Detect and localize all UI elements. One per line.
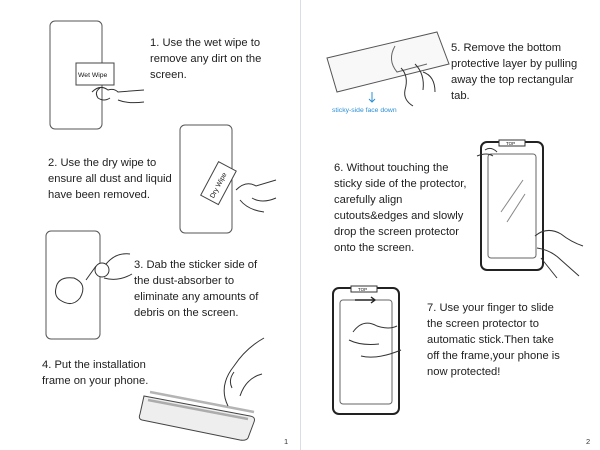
step1-text: 1. Use the wet wipe to remove any dirt o…: [150, 35, 261, 83]
step3-text: 3. Dab the sticker side of the dust-abso…: [134, 257, 258, 321]
phone-screen: [340, 300, 392, 404]
step6-text: 6. Without touching the sticky side of t…: [334, 160, 466, 256]
step6-illustration: TOP: [479, 140, 589, 285]
step7-text: 7. Use your finger to slide the screen p…: [427, 300, 560, 380]
step5-text: 5. Remove the bottom protective layer by…: [451, 40, 577, 104]
wet-wipe-label: Wet Wipe: [78, 72, 108, 79]
finger-tip: [95, 263, 109, 277]
page-number-right: 2: [586, 437, 590, 446]
manual-page-right: sticky-side face down 5. Remove the bott…: [301, 0, 600, 450]
step4-illustration: [140, 336, 270, 441]
step3-illustration: [44, 230, 134, 342]
hand-icon: [224, 338, 264, 406]
hand-icon: [236, 180, 276, 212]
step2-illustration: Dry Wipe: [178, 124, 278, 236]
down-arrow-icon: [369, 92, 375, 102]
top-label: TOP: [506, 141, 515, 146]
top-label: TOP: [358, 287, 367, 292]
screen-protector-film: [327, 32, 449, 92]
dust-absorber-sticker: [56, 278, 83, 304]
phone-screen: [488, 154, 536, 258]
page-number-left: 1: [284, 437, 288, 446]
step7-illustration: TOP: [331, 286, 411, 421]
step1-illustration: Wet Wipe: [48, 20, 148, 132]
manual-page-left: Wet Wipe 1. Use the wet wipe to remove a…: [0, 0, 300, 450]
sticky-side-label: sticky-side face down: [332, 106, 397, 115]
step4-text: 4. Put the installation frame on your ph…: [42, 357, 148, 389]
step2-text: 2. Use the dry wipe to ensure all dust a…: [48, 155, 172, 203]
